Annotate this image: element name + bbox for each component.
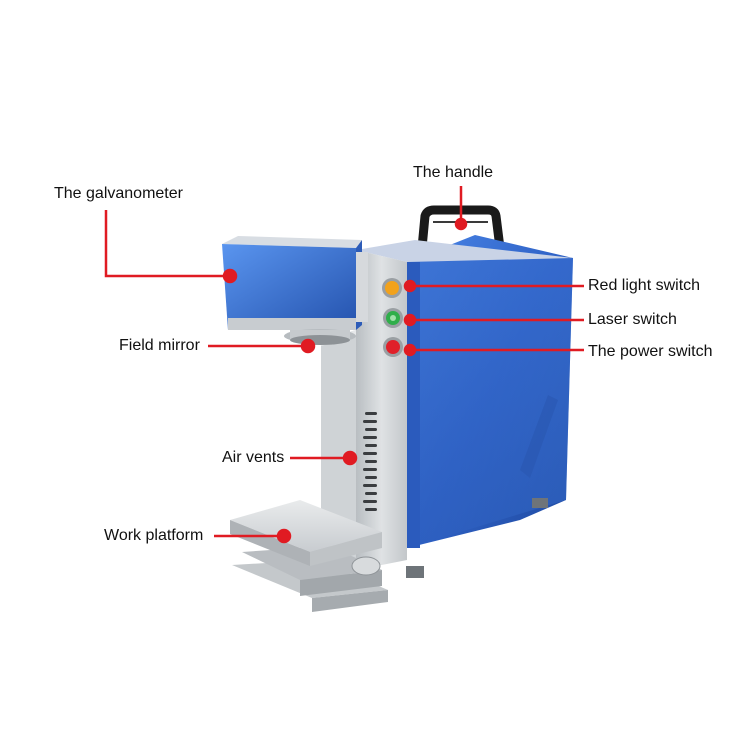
callout-field-mirror (208, 338, 316, 354)
red-light-button (382, 278, 402, 298)
work-platform (230, 500, 388, 612)
callout-work-platform (214, 528, 292, 544)
callout-galvanometer (104, 210, 238, 284)
laser-button (383, 308, 403, 328)
callout-power-switch (403, 343, 584, 357)
callout-red-light-switch (403, 279, 584, 293)
galvanometer-head (222, 236, 368, 330)
cabinet-foot (406, 566, 424, 578)
column-pillar (321, 330, 356, 570)
cabinet-foot (532, 498, 548, 508)
callout-handle (454, 186, 468, 231)
label-power-switch: The power switch (588, 343, 713, 360)
cabinet-front-strip (407, 262, 420, 548)
side-logo-shape (520, 395, 558, 478)
label-work-platform: Work platform (104, 527, 204, 544)
label-laser-switch: Laser switch (588, 311, 677, 328)
label-handle: The handle (413, 164, 494, 181)
cabinet-top (356, 240, 573, 262)
label-field-mirror: Field mirror (119, 337, 200, 354)
column-front-panel (356, 250, 407, 570)
field-mirror (284, 329, 356, 345)
callout-laser-switch (403, 313, 584, 327)
callout-air-vents (290, 450, 358, 466)
air-vents (363, 412, 377, 511)
power-button (383, 337, 403, 357)
label-galvanometer: The galvanometer (54, 185, 183, 202)
label-air-vents: Air vents (222, 449, 285, 466)
label-red-light-switch: Red light switch (588, 277, 701, 294)
